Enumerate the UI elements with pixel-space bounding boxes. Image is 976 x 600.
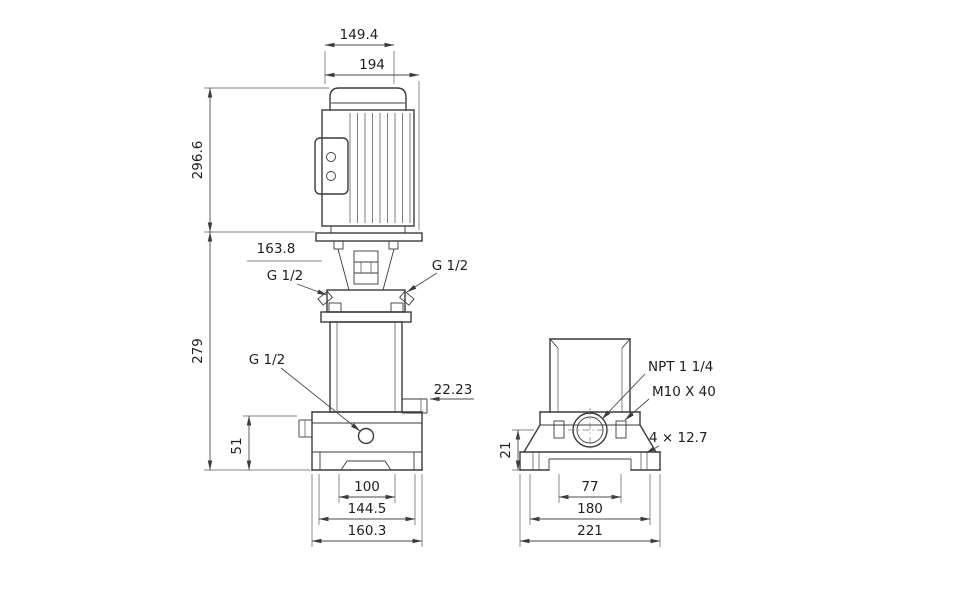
dim-foot-span-side: 180 [529, 474, 651, 525]
label-g12-drain: G 1/2 [249, 352, 285, 368]
callout-port-top-left: G 1/2 [267, 268, 328, 296]
terminal-box [314, 137, 349, 195]
pump-head [317, 289, 415, 323]
dim-fan-cover-width: 149.4 [324, 27, 395, 84]
label-g12-top-right: G 1/2 [432, 258, 468, 274]
dim-label-180: 180 [577, 501, 603, 517]
callout-foot-slot: 4 × 12.7 [645, 430, 708, 454]
dim-mid: 163.8 [247, 241, 322, 262]
dim-label-194: 194 [359, 57, 385, 73]
dim-label-163-8: 163.8 [257, 241, 296, 257]
base-side [519, 408, 661, 471]
dim-bolt-span: 100 [338, 474, 396, 503]
dim-label-21: 21 [498, 441, 514, 458]
motor [314, 87, 415, 227]
dim-label-149-4: 149.4 [340, 27, 379, 43]
dim-label-51: 51 [229, 437, 245, 454]
dim-label-22-23: 22.23 [434, 382, 473, 398]
callout-npt-port: NPT 1 1/4 [601, 359, 713, 420]
dim-foot-span-front: 144.5 [318, 474, 416, 525]
pump-base [298, 398, 428, 471]
front-view: 149.4 194 296.6 279 163.8 G [190, 27, 474, 547]
dim-foot-height: 21 [498, 429, 534, 471]
dim-label-100: 100 [354, 479, 380, 495]
callout-bolt: M10 X 40 [624, 384, 716, 421]
dim-port-span: 77 [558, 474, 622, 503]
label-m10x40: M10 X 40 [652, 384, 716, 400]
callout-drain-port: G 1/2 [249, 352, 361, 432]
dim-label-296-6: 296.6 [190, 141, 206, 180]
label-4x12-7: 4 × 12.7 [649, 430, 708, 446]
dim-label-279: 279 [190, 338, 206, 364]
callout-port-22-23: 22.23 [429, 382, 474, 402]
plug-port-right [399, 290, 415, 306]
motor-stool [315, 225, 423, 291]
dim-motor-height: 296.6 [190, 87, 329, 233]
side-view: NPT 1 1/4 M10 X 40 4 × 12.7 21 77 [498, 338, 716, 547]
shaft-coupling [353, 250, 379, 285]
dim-pump-height: 279 [190, 231, 310, 471]
dim-label-221: 221 [577, 523, 603, 539]
drain-plug-hole [357, 427, 375, 445]
dim-label-160-3: 160.3 [348, 523, 387, 539]
dim-base-width-side: 221 [519, 474, 661, 547]
bolt-left [553, 420, 565, 439]
dim-motor-width: 194 [324, 57, 420, 230]
dim-base-width-front: 160.3 [311, 474, 423, 547]
motor-fins [349, 113, 411, 223]
bolt-right [615, 420, 627, 439]
callout-port-top-right: G 1/2 [406, 258, 468, 293]
pump-column [549, 338, 631, 413]
dim-label-144-5: 144.5 [348, 501, 387, 517]
chamber-stack [329, 321, 403, 413]
dim-label-77: 77 [581, 479, 598, 495]
label-g12-top-left: G 1/2 [267, 268, 303, 284]
dim-base-height: 51 [229, 415, 297, 471]
label-npt: NPT 1 1/4 [648, 359, 713, 375]
plug-port-left [317, 290, 333, 306]
